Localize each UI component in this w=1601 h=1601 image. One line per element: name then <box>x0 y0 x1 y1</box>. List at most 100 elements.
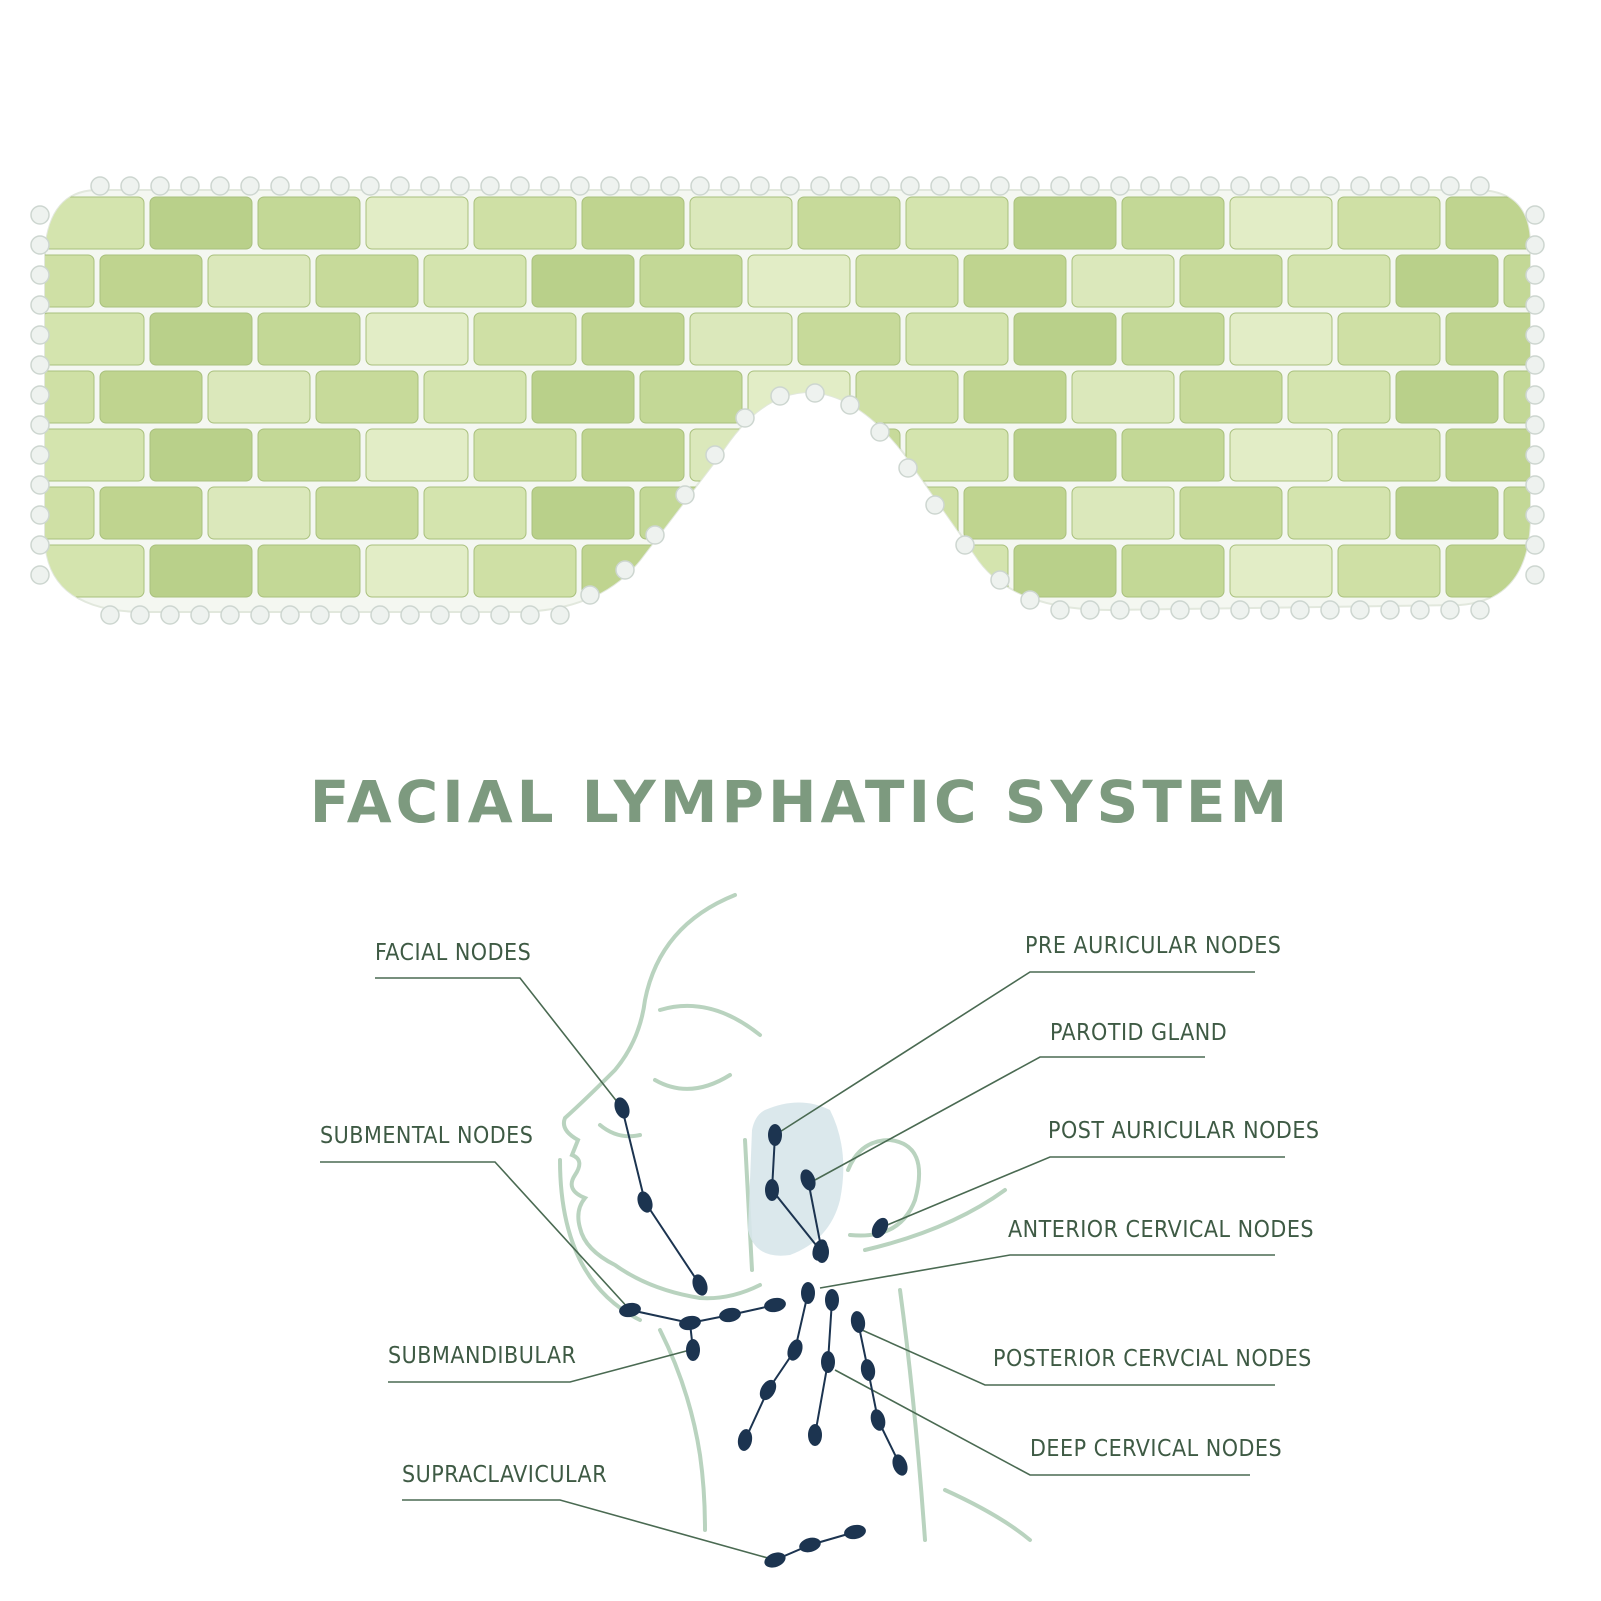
crystal-bead <box>735 408 755 428</box>
crystal-bead <box>870 176 890 196</box>
crystal-bead <box>510 176 530 196</box>
crystal-bead <box>90 176 110 196</box>
eye-lid <box>653 1073 732 1091</box>
jade-tile <box>1013 196 1117 250</box>
lymph-node <box>614 1097 630 1119</box>
crystal-bead <box>1050 600 1070 620</box>
label-facial-nodes: FACIAL NODES <box>375 940 531 966</box>
crystal-bead <box>645 525 665 545</box>
crystal-bead <box>330 176 350 196</box>
crystal-bead <box>1440 176 1460 196</box>
jade-tile <box>423 254 527 308</box>
jade-tile <box>257 312 361 366</box>
jade-tile <box>423 370 527 424</box>
crystal-bead <box>925 495 945 515</box>
crystal-bead <box>30 415 50 435</box>
crystal-bead <box>770 386 790 406</box>
jade-tile <box>207 370 311 424</box>
anterior-cervical-leader <box>819 1254 1275 1289</box>
jade-tile <box>905 312 1009 366</box>
jade-tile <box>45 312 145 366</box>
crystal-bead <box>1525 505 1545 525</box>
lymph-node <box>808 1424 822 1446</box>
jade-tile <box>423 486 527 540</box>
jade-tile <box>473 196 577 250</box>
crystal-bead <box>30 295 50 315</box>
lymph-node <box>764 1552 786 1568</box>
jade-tile <box>365 428 469 482</box>
jade-tile <box>1121 312 1225 366</box>
shoulder-outline <box>943 1488 1032 1542</box>
jade-tile <box>797 312 901 366</box>
jade-tile <box>963 254 1067 308</box>
jade-tile <box>581 196 685 250</box>
nose-line <box>598 1123 642 1139</box>
jade-tile <box>365 544 469 598</box>
crystal-bead <box>30 475 50 495</box>
neck-back-outline <box>898 1288 927 1542</box>
crystal-bead <box>370 605 390 625</box>
crystal-bead <box>580 585 600 605</box>
jade-tile <box>1229 196 1333 250</box>
jade-tile <box>149 544 253 598</box>
jade-tile <box>1445 428 1530 482</box>
jade-tile <box>1337 196 1441 250</box>
crystal-bead <box>190 605 210 625</box>
label-deep-cervical-nodes: DEEP CERVICAL NODES <box>1030 1436 1282 1462</box>
deep-cervical-leader <box>834 1369 1250 1476</box>
crystal-bead <box>960 176 980 196</box>
forehead-line <box>658 1003 762 1037</box>
label-posterior-cervical-nodes: POSTERIOR CERVCIAL NODES <box>993 1346 1312 1372</box>
jade-tile <box>1071 370 1175 424</box>
lymph-node <box>799 1537 821 1553</box>
crystal-bead <box>1525 445 1545 465</box>
crystal-bead <box>300 176 320 196</box>
lymph-node <box>637 1191 653 1213</box>
jade-tile <box>207 486 311 540</box>
face-outline <box>558 893 1032 1542</box>
ear-outline <box>846 1137 922 1238</box>
crystal-bead <box>1440 600 1460 620</box>
crystal-bead <box>705 445 725 465</box>
jade-tile <box>963 370 1067 424</box>
label-supraclavicular: SUPRACLAVICULAR <box>402 1462 607 1488</box>
crystal-bead <box>1525 235 1545 255</box>
lymph-node <box>825 1289 839 1311</box>
crystal-bead <box>30 445 50 465</box>
lymph-node <box>787 1339 803 1361</box>
pre-auricular-leader <box>774 971 1255 1136</box>
crystal-bead <box>570 176 590 196</box>
jade-tile <box>1013 428 1117 482</box>
submandibular-leader <box>388 1349 691 1383</box>
jade-tile <box>689 312 793 366</box>
jade-tile <box>1229 428 1333 482</box>
crystal-bead <box>430 605 450 625</box>
jade-tile <box>531 370 635 424</box>
jade-tile <box>1121 428 1225 482</box>
jade-tile <box>1395 370 1499 424</box>
crystal-bead <box>1170 600 1190 620</box>
lymph-node <box>870 1409 886 1431</box>
crystal-bead <box>1525 325 1545 345</box>
crystal-bead <box>1320 176 1340 196</box>
crystal-bead <box>1290 600 1310 620</box>
crystal-bead <box>160 605 180 625</box>
label-anterior-cervical-nodes: ANTERIOR CERVICAL NODES <box>1008 1217 1314 1243</box>
crystal-bead <box>1470 176 1490 196</box>
crystal-bead <box>1020 590 1040 610</box>
crystal-bead <box>30 265 50 285</box>
jade-tile <box>45 486 95 540</box>
supraclavicular-leader <box>402 1499 776 1561</box>
crystal-bead <box>1230 176 1250 196</box>
crystal-bead <box>870 422 890 442</box>
page-title: FACIAL LYMPHATIC SYSTEM <box>309 768 1292 836</box>
jade-tile <box>581 312 685 366</box>
lymph-node <box>764 1297 786 1313</box>
cheek-line <box>743 1138 754 1272</box>
jade-tile <box>257 428 361 482</box>
jade-tile <box>855 254 959 308</box>
crystal-bead <box>675 485 695 505</box>
crystal-bead <box>270 176 290 196</box>
lymph-node <box>768 1124 782 1146</box>
crystal-bead <box>1525 295 1545 315</box>
